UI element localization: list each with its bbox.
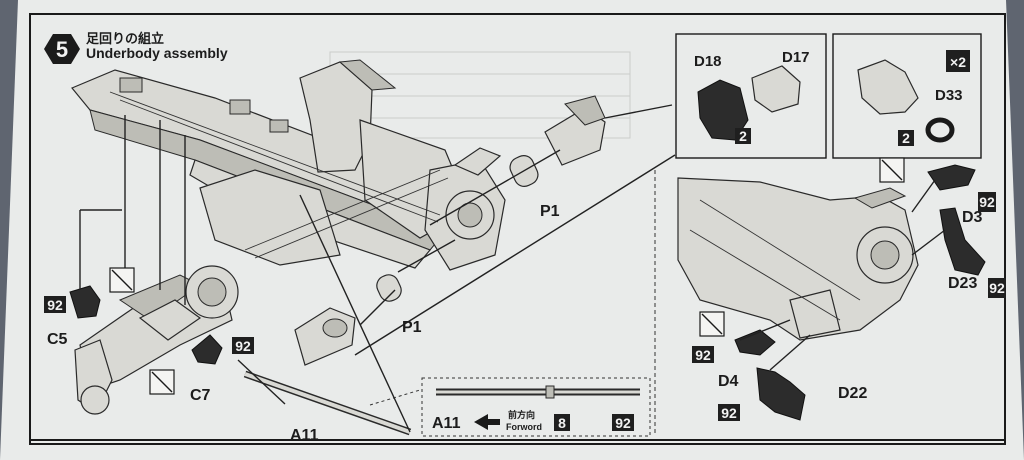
rear-axle-illustration: [74, 265, 239, 415]
leader-lines: [79, 104, 946, 435]
paint-code-c7: 92: [235, 338, 251, 354]
step-title-jp: 足回りの組立: [86, 31, 164, 46]
label-d17: D17: [782, 49, 810, 66]
multiplier: ×2: [950, 54, 966, 70]
forward-label-jp: 前方向: [508, 409, 535, 420]
label-d3: D3: [962, 209, 983, 226]
dark-parts: [69, 164, 986, 421]
paint-code-d18: 2: [739, 128, 747, 144]
no-glue-icons: [109, 157, 905, 395]
forward-label-en: Forword: [506, 422, 542, 432]
paint-code-c5: 92: [47, 297, 63, 313]
multiplier-box: [946, 50, 970, 72]
forward-paint-a: 8: [558, 415, 566, 431]
no-glue-icon: [109, 267, 135, 293]
label-p1-upper: P1: [540, 203, 560, 220]
chassis-frame-illustration: [71, 59, 506, 271]
paint-code-d3: 92: [979, 194, 995, 210]
label-d4: D4: [718, 373, 739, 390]
paint-code-box: [735, 128, 751, 144]
label-c5: C5: [47, 331, 68, 348]
driveshaft-a11: [243, 370, 412, 436]
no-glue-icon: [149, 369, 175, 395]
arrow-left-icon: [474, 414, 500, 430]
forward-paint-b: 92: [615, 415, 631, 431]
label-d23: D23: [948, 275, 977, 292]
page-frame: [29, 13, 1006, 445]
paint-code-d4: 92: [695, 347, 711, 363]
d33-ring: [925, 117, 955, 143]
inset-b-frame: [832, 33, 982, 159]
paint-codes: 92 92 92 92 92 92: [44, 192, 1006, 421]
paint-code-d23: 92: [989, 280, 1005, 296]
part-labels: P1 P1 C5 C7 A11 D3 D23 D4 D22: [47, 203, 983, 444]
inset-d18-d17: D18 D17 2: [675, 33, 827, 159]
forward-box-frame: [421, 377, 651, 437]
paint-code-d33: 2: [902, 130, 910, 146]
inset-d33: ×2 D33 2: [832, 33, 982, 159]
front-axle-parts: [294, 95, 606, 366]
inset-a-frame: [675, 33, 827, 159]
label-d33: D33: [935, 87, 963, 104]
paint-code-d22: 92: [721, 405, 737, 421]
label-d18: D18: [694, 53, 722, 70]
no-glue-icon: [879, 157, 905, 183]
label-c7: C7: [190, 387, 211, 404]
step-number: 5: [56, 37, 68, 62]
step-header: 5 足回りの組立 Underbody assembly: [44, 31, 228, 64]
step-title-en: Underbody assembly: [86, 45, 228, 61]
label-d22: D22: [838, 385, 867, 402]
label-a11: A11: [290, 427, 319, 444]
no-glue-icon: [699, 311, 725, 337]
step-number-badge: [44, 34, 80, 64]
label-p1-lower: P1: [402, 319, 422, 336]
paint-code-box: [898, 130, 914, 146]
transmission-assembly: [677, 177, 919, 341]
forward-part-label: A11: [432, 415, 461, 432]
forward-direction-box: A11 前方向 Forword 8 92: [421, 377, 651, 437]
